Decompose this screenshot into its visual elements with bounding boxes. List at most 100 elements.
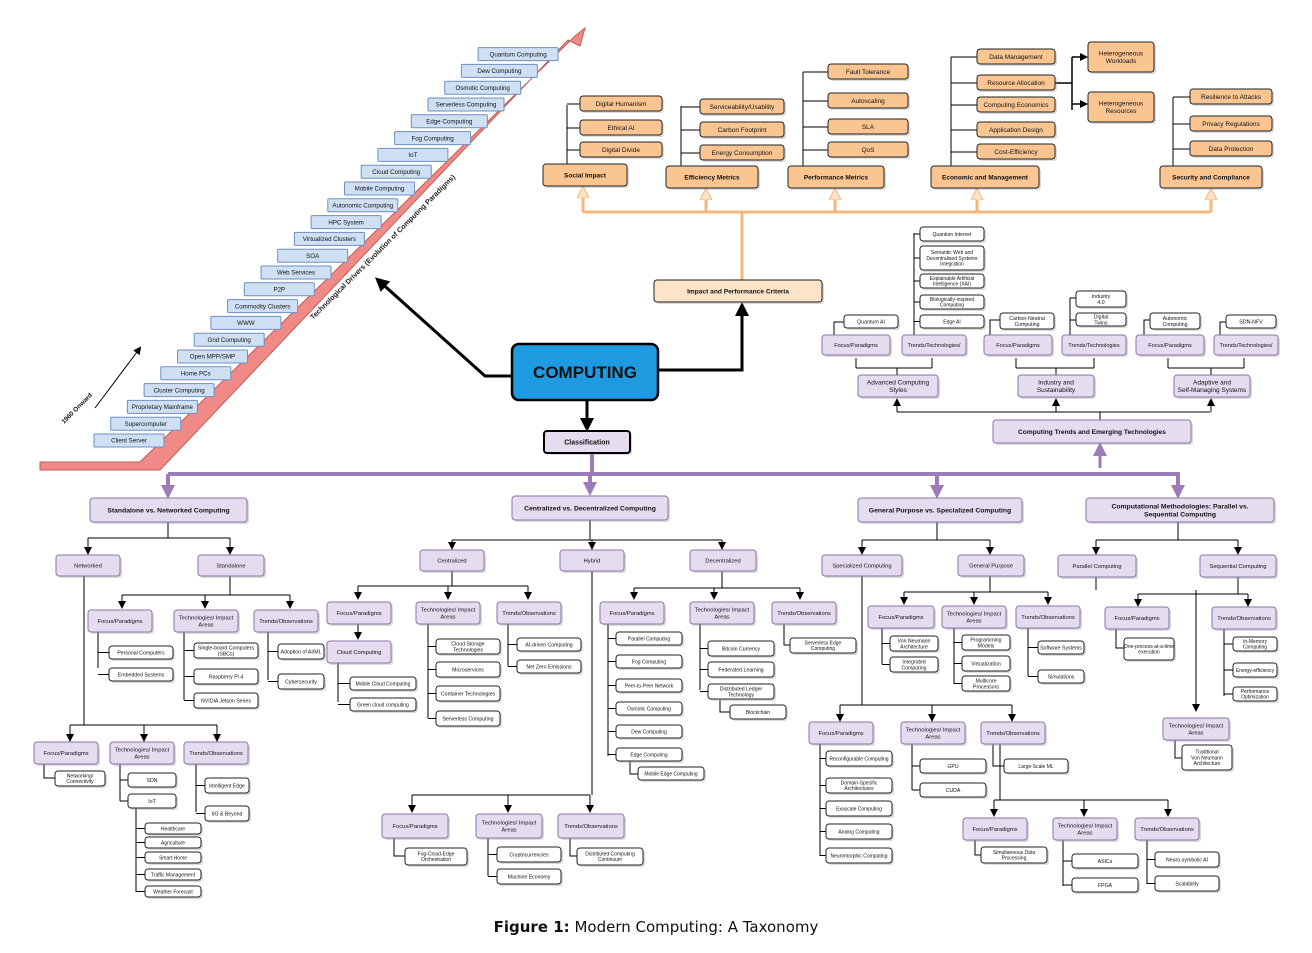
svg-text:Exascale Computing: Exascale Computing [836,806,882,812]
svg-text:Traffic Management: Traffic Management [151,872,196,878]
svg-text:Healthcare: Healthcare [161,826,185,832]
svg-text:Technologies/ Impact: Technologies/ Impact [1058,824,1113,830]
impact-item-autoscaling: Autoscaling [827,92,910,110]
svg-text:Performance: Performance [1241,689,1270,695]
svg-text:Cluster Computing: Cluster Computing [153,387,205,394]
svg-text:Security and Compliance: Security and Compliance [1172,174,1250,181]
svg-text:Areas: Areas [714,614,729,620]
svg-text:Standalone: Standalone [216,564,245,570]
leaf-neuromorphic-computing: Neuromorphic Computing [825,847,894,865]
svg-text:Parallel Computing: Parallel Computing [1073,564,1122,570]
svg-text:Areas: Areas [1188,730,1203,736]
impact-item-privacy-regulations: Privacy Regulations [1189,115,1274,133]
svg-text:Cloud Computing: Cloud Computing [372,169,420,176]
svg-text:Trends/Observations: Trends/Observations [1021,615,1075,621]
svg-text:Autonomic Computing: Autonomic Computing [332,202,393,209]
svg-text:Computing: Computing [811,646,835,652]
caption-prefix: Figure 1: [493,918,570,936]
leaf-nvidia-jetson-series: NVIDIA Jetson Series [193,692,260,710]
svg-text:Application Design: Application Design [989,127,1043,134]
trend-item-quantum-internet: Quantum Internet [919,226,986,243]
svg-text:Computing: Computing [901,665,926,671]
svg-text:Edge AI: Edge AI [943,319,961,325]
hybrid-trends: Trends/Observations [557,813,626,840]
evolution-step-quantum-computing: Quantum Computing [477,47,559,62]
svg-text:Domain-Specific: Domain-Specific [841,780,878,786]
evolution-step-commodity-clusters: Commodity Clusters [227,299,299,314]
leaf-edge-computing: Edge Computing [615,747,684,763]
leaf-gpu: GPU [919,758,988,775]
svg-text:(SBCs): (SBCs) [218,651,235,657]
svg-text:Data Protection: Data Protection [1209,146,1254,153]
svg-text:Technologies/ Impact: Technologies/ Impact [482,821,537,827]
evolution-step-dew-computing: Dew Computing [460,63,538,78]
svg-text:HPC System: HPC System [328,219,363,226]
svg-text:Edge Computing: Edge Computing [630,752,667,758]
svg-text:Bitcoin Currency: Bitcoin Currency [722,646,760,652]
impact-item-qos: QoS [827,141,910,159]
svg-text:Von Neumann: Von Neumann [898,638,931,644]
evolution-step-osmotic-computing: Osmotic Computing [444,80,522,95]
svg-text:Advanced Computing: Advanced Computing [867,380,930,387]
svg-text:Digital Humanism: Digital Humanism [596,101,647,108]
svg-text:P2P: P2P [273,286,285,293]
svg-text:Virtualization: Virtualization [971,661,1001,667]
svg-text:Distributed Ledger: Distributed Ledger [720,686,763,692]
svg-text:Trends/Technologies/: Trends/Technologies/ [908,343,961,349]
leaf-dew-computing: Dew Computing [615,724,684,740]
svg-text:Focus/Paradigms: Focus/Paradigms [392,824,437,830]
svg-text:Industry and: Industry and [1038,380,1074,387]
svg-text:Trends/Observations: Trends/Observations [986,731,1040,737]
evolution-step-proprietary-mainframe: Proprietary Mainframe [126,399,198,414]
svg-text:General Purpose vs. Specialize: General Purpose vs. Specialized Computin… [869,507,1011,514]
node-networked: Networked [55,554,122,578]
impact-category-economic-and-management: Economic and Management [930,165,1041,190]
svg-text:Osmotic Computing: Osmotic Computing [627,706,671,712]
leaf-federated-learning: Federated Learning [707,661,776,679]
leaf-mobile-cloud-computing: Mobile Cloud Computing [349,676,418,692]
svg-text:Areas: Areas [198,622,213,628]
leaf-analog-computing: Analog Computing [825,823,894,841]
svg-text:Computing Trends and Emerging: Computing Trends and Emerging Technologi… [1018,429,1166,436]
specialized-trends: Trends/Observations [980,721,1047,746]
svg-text:Semantic Web and: Semantic Web and [931,250,973,256]
svg-text:Traditional: Traditional [1195,750,1218,756]
trend-item-sdn-nfv: SDN-NFV [1225,314,1278,330]
svg-text:Proprietary Mainframe: Proprietary Mainframe [132,404,194,411]
trend-tech-1: Trends/Technologies/ [901,334,968,357]
evolution-step-web-services: Web Services [260,265,332,280]
central-node-computing: COMPUTING [510,342,660,402]
evolution-step-hpc-system: HPC System [310,215,382,230]
svg-text:Trends/Technologies: Trends/Technologies [1068,343,1120,349]
leaf-fpga: FPGA [1071,877,1140,894]
svg-text:Focus/Paradigms: Focus/Paradigms [996,343,1040,349]
svg-text:Technologies/ Impact: Technologies/ Impact [179,616,234,622]
svg-text:Focus/Paradigms: Focus/Paradigms [97,619,142,625]
svg-text:Areas: Areas [925,734,940,740]
svg-text:Green cloud computing: Green cloud computing [357,702,409,708]
svg-text:Cost-Efficiency: Cost-Efficiency [994,149,1038,156]
leaf-mobile-edge-computing: Mobile Edge Computing [637,766,706,782]
svg-text:Focus/Paradigms: Focus/Paradigms [834,343,878,349]
svg-text:Networked: Networked [74,564,102,570]
leaf-large-scale-ml: Large-Scale ML [1003,758,1070,775]
svg-text:Integration: Integration [940,262,964,268]
svg-text:Specialized Computing: Specialized Computing [832,564,891,570]
svg-text:Cloud Computing: Cloud Computing [337,650,382,656]
svg-text:Raspberry Pi 4: Raspberry Pi 4 [209,674,243,680]
impact-category-security-and-compliance: Security and Compliance [1159,165,1264,190]
svg-text:Large-Scale ML: Large-Scale ML [1018,764,1054,770]
